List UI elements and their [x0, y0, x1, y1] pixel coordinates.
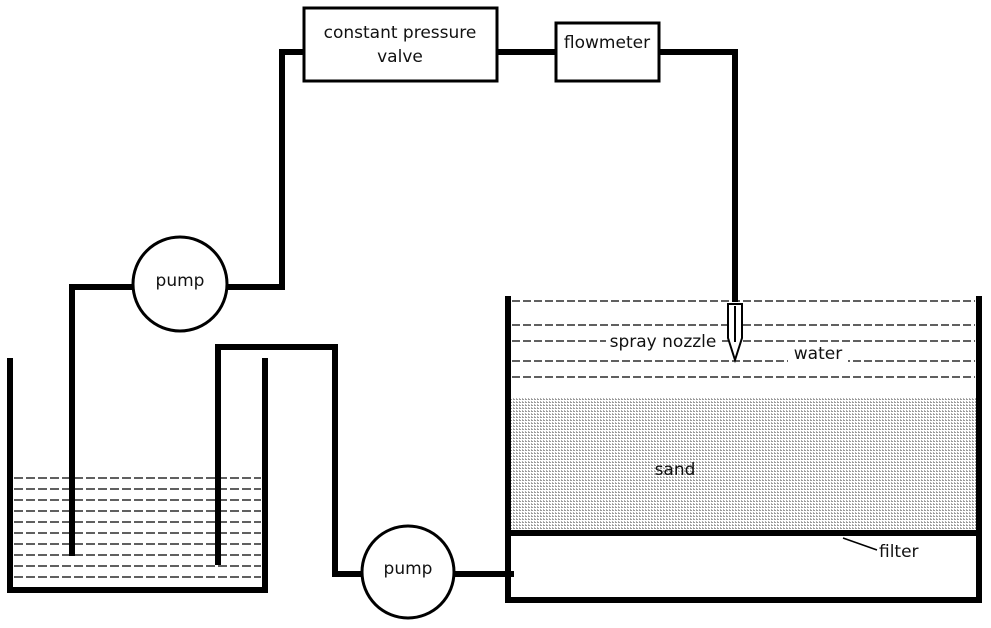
spray-nozzle: spray nozzle	[606, 303, 743, 364]
valve-box	[302, 6, 499, 83]
lower-pump: pump	[360, 524, 456, 620]
filter-annotation: filter	[842, 537, 919, 562]
water-annotation: water	[788, 343, 848, 364]
reservoir-wall	[7, 358, 268, 593]
sand-label: sand	[655, 460, 696, 480]
pump-circle	[360, 524, 456, 620]
suction-pipe-upper	[69, 284, 133, 556]
flowmeter-box	[554, 21, 661, 83]
spray-nozzle-label: spray nozzle	[610, 332, 717, 352]
pipe-pump-to-valve	[227, 49, 304, 290]
valve-label-line2: valve	[377, 47, 423, 67]
water-label-bg	[788, 343, 848, 363]
tank-water-lines	[512, 300, 975, 378]
pump-label-upper: pump	[156, 271, 205, 291]
flowmeter-label: flowmeter	[564, 33, 650, 53]
reservoir-water-lines	[14, 477, 261, 578]
sand-tank: sand	[505, 296, 982, 603]
pump-circle	[131, 235, 229, 333]
return-pipe	[215, 344, 362, 577]
left-reservoir	[7, 358, 268, 593]
pipe-flowmeter-to-nozzle	[659, 49, 738, 302]
valve-label-line1: constant pressure	[324, 23, 477, 43]
nozzle-label-bg	[606, 330, 722, 352]
sand-layer	[510, 397, 976, 531]
constant-pressure-valve: constant pressure valve	[302, 6, 499, 83]
pump-label-lower: pump	[384, 559, 433, 579]
upper-pump: pump	[131, 235, 229, 333]
tank-wall	[505, 296, 982, 603]
filter-label: filter	[879, 542, 919, 562]
pipes	[69, 49, 738, 577]
filter-leader-line	[842, 537, 878, 551]
water-label: water	[794, 344, 842, 364]
flowmeter: flowmeter	[554, 21, 661, 83]
